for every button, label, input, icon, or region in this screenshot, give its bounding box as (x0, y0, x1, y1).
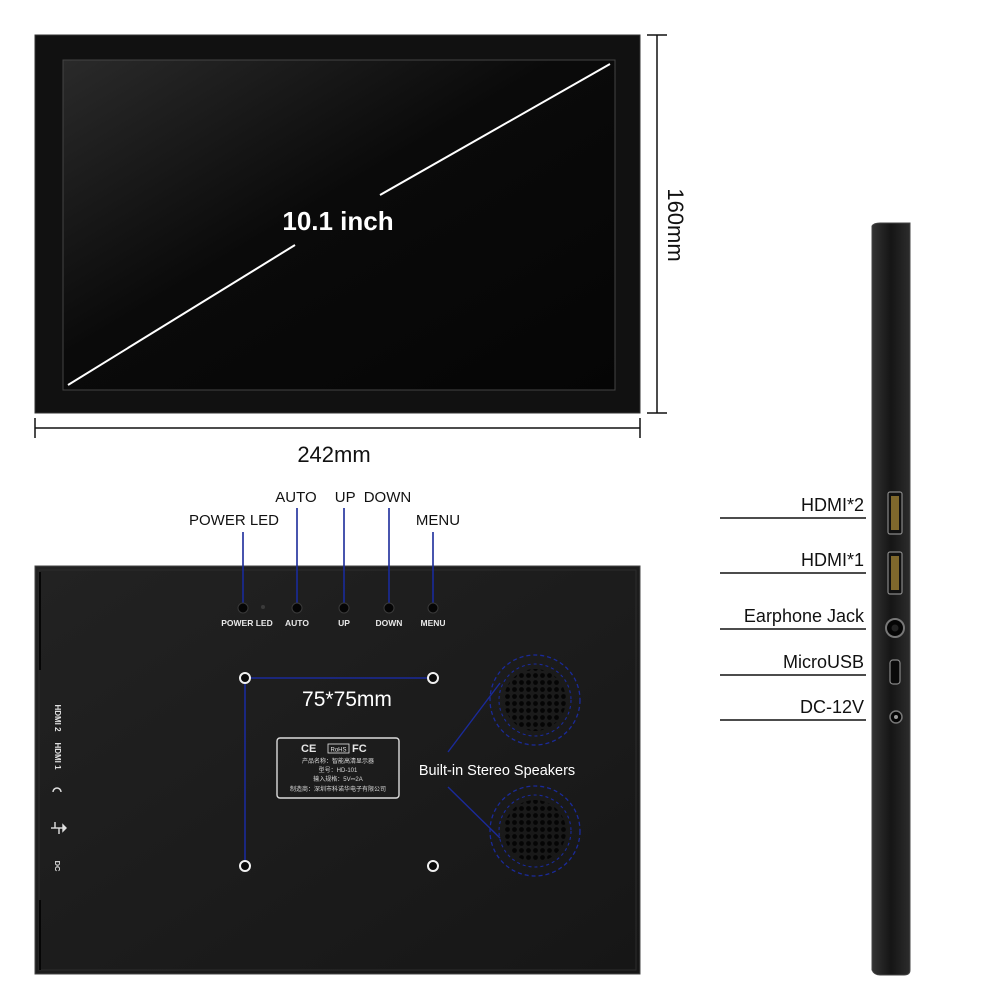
diagonal-line-lower (67, 244, 296, 386)
auto-printed: AUTO (285, 618, 309, 628)
vesa-hole-br (427, 860, 439, 872)
back-side-labels: HDMI 2 HDMI 1 DC (39, 572, 67, 970)
vesa-hole-tl (239, 672, 251, 684)
speakers: Built-in Stereo Speakers (419, 654, 581, 877)
width-label: 242mm (297, 442, 370, 467)
front-view: 10.1 inch 160mm 242mm (34, 34, 688, 467)
earphone-label: Earphone Jack (744, 606, 865, 626)
menu-button (427, 602, 439, 614)
rating-plate: CE RoHS FC 产品名称：智能高清显示器 型号：HD-101 输入规格：5… (276, 737, 400, 799)
screen (62, 59, 616, 391)
microusb-label: MicroUSB (783, 652, 864, 672)
diagonal-label: 10.1 inch (282, 206, 393, 236)
plate-line-1: 产品名称：智能高清显示器 (302, 757, 374, 765)
back-label-hdmi1: HDMI 1 (53, 742, 62, 770)
usb-icon (51, 822, 67, 834)
microusb-port (889, 659, 901, 685)
menu-printed: MENU (420, 618, 445, 628)
power-led-button (237, 602, 249, 614)
speakers-label: Built-in Stereo Speakers (419, 763, 575, 779)
hdmi1-label: HDMI*1 (801, 550, 864, 570)
back-label-hdmi2: HDMI 2 (53, 704, 62, 732)
power-led-indicator (261, 605, 265, 609)
side-profile (871, 222, 911, 976)
vesa-label: 75*75mm (302, 688, 392, 711)
side-view: HDMI*2 HDMI*1 Earphone Jack MicroUSB DC-… (720, 222, 911, 976)
auto-callout-label: AUTO (275, 489, 316, 506)
vesa-pattern: 75*75mm (239, 672, 439, 872)
fc-mark: FC (352, 743, 367, 755)
ce-mark: CE (301, 743, 316, 755)
up-printed: UP (338, 618, 350, 628)
vesa-hole-tr (427, 672, 439, 684)
hdmi2-label: HDMI*2 (801, 495, 864, 515)
port-callout-lines (720, 517, 866, 721)
speaker-grill-top (504, 669, 566, 731)
vesa-hole-bl (239, 860, 251, 872)
button-row (237, 602, 439, 614)
dc-label: DC-12V (800, 697, 864, 717)
auto-button (291, 602, 303, 614)
plate-line-3: 输入规格：5V⎓2A (313, 775, 362, 783)
up-button (338, 602, 350, 614)
plate-line-4: 制造商：深圳市科诺华电子有限公司 (290, 785, 386, 793)
plate-line-2: 型号：HD-101 (319, 766, 358, 774)
speaker-grill-bottom (504, 800, 566, 862)
button-callouts (242, 508, 434, 604)
headphone-icon (52, 787, 62, 793)
height-label: 160mm (663, 188, 688, 261)
back-panel (34, 565, 641, 975)
down-button (383, 602, 395, 614)
rohs-mark: RoHS (330, 748, 346, 754)
up-down-callout-label: UP DOWN (335, 489, 411, 506)
down-printed: DOWN (376, 618, 403, 628)
diagonal-line-upper (379, 63, 611, 196)
menu-callout-label: MENU (416, 512, 460, 529)
power-led-callout-label: POWER LED (189, 512, 279, 529)
back-view: POWER LED AUTO UP DOWN MENU POWER LED AU… (34, 489, 641, 975)
back-label-dc: DC (53, 861, 62, 872)
power-led-printed: POWER LED (221, 618, 272, 628)
